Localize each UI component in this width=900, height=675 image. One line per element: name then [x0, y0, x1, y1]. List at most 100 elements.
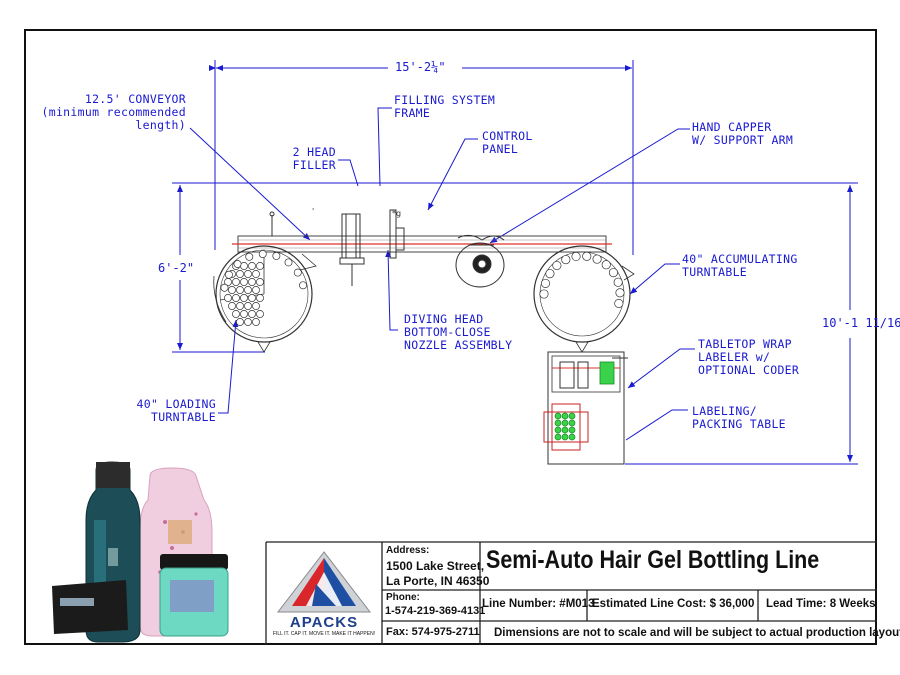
packed-bottle-icon — [561, 419, 569, 427]
address-label: Address: — [386, 545, 430, 556]
address-line1: 1500 Lake Street, — [386, 559, 485, 573]
line-number: Line Number: #M013 — [482, 598, 595, 610]
phone-label: Phone: — [386, 592, 420, 603]
bottle-icon — [232, 310, 240, 318]
address-line2: La Porte, IN 46350 — [386, 574, 490, 588]
bottle-icon — [236, 270, 244, 278]
bottle-icon — [228, 286, 236, 294]
bottle-icon — [614, 298, 624, 309]
bottle-icon — [240, 262, 248, 270]
accumulating-turntable-bottles — [539, 251, 625, 309]
overall-width-value: 15'-2¼" — [395, 60, 446, 74]
loading-turntable-bottles — [220, 250, 307, 326]
fax-number: Fax: 574-975-2711 — [386, 626, 480, 638]
label-packing-table: LABELING/ PACKING TABLE — [692, 404, 786, 431]
bottle-icon — [252, 302, 260, 310]
bottle-icon — [592, 254, 602, 264]
bottle-icon — [608, 268, 618, 278]
bottle-icon — [244, 318, 252, 326]
label-two-head-filler: 2 HEAD FILLER — [292, 145, 336, 172]
bottle-icon — [244, 302, 252, 310]
logo-tagline: FILL IT. CAP IT. MOVE IT. MAKE IT HAPPEN… — [272, 631, 376, 637]
conveyor — [232, 211, 612, 253]
bottle-icon — [245, 252, 254, 261]
bottle-icon — [228, 302, 236, 310]
bottle-icon — [244, 286, 252, 294]
packed-bottle-icon — [568, 433, 576, 441]
logo-text: APACKS — [289, 614, 359, 631]
bottle-icon — [224, 270, 233, 279]
bottle-icon — [248, 310, 256, 318]
loading-turntable — [213, 245, 317, 353]
bottle-icon — [539, 289, 549, 299]
bottle-icon — [571, 251, 581, 262]
packing-table — [543, 403, 589, 451]
svg-text:': ' — [312, 207, 314, 216]
hand-capper — [455, 234, 505, 288]
packed-bottle-icon — [561, 412, 569, 420]
title-block-grid — [265, 541, 877, 645]
bottle-icon — [236, 286, 244, 294]
packed-bottle-icon — [568, 412, 576, 420]
bottle-icon — [582, 251, 592, 261]
svg-text:*g: *g — [392, 209, 401, 218]
product-bottles-image — [52, 461, 229, 643]
bottle-icon — [552, 260, 562, 271]
label-diving-head: DIVING HEAD BOTTOM-CLOSE NOZZLE ASSEMBLY — [404, 312, 513, 352]
bottle-icon — [233, 260, 242, 268]
right-height-dimension — [625, 185, 858, 465]
label-accumulating-turntable: 40" ACCUMULATING TURNTABLE — [682, 252, 798, 279]
apacks-logo-mark — [276, 551, 372, 613]
packed-bottle-icon — [568, 426, 576, 434]
left-height-value: 6'-2" — [158, 261, 195, 275]
bottle-icon — [252, 270, 260, 278]
packed-bottle-icon — [554, 419, 562, 427]
label-loading-turntable: 40" LOADING TURNTABLE — [136, 397, 216, 424]
bottle-icon — [256, 294, 264, 302]
label-control-panel: CONTROL PANEL — [482, 129, 533, 156]
bottle-icon — [256, 310, 264, 318]
disclaimer: Dimensions are not to scale and will be … — [494, 627, 900, 639]
bottle-icon — [293, 268, 302, 277]
bottle-icon — [248, 278, 256, 286]
estimated-cost: Estimated Line Cost: $ 36,000 — [592, 598, 755, 610]
bottle-icon — [224, 294, 232, 302]
bottle-icon — [252, 286, 260, 294]
label-wrap-labeler: TABLETOP WRAP LABELER w/ OPTIONAL CODER — [698, 337, 800, 377]
bottle-icon — [540, 278, 551, 288]
bottle-icon — [244, 270, 252, 278]
bottle-icon — [232, 294, 240, 302]
bottle-icon — [240, 310, 248, 318]
bottle-icon — [284, 258, 293, 267]
packed-bottle-icon — [561, 433, 569, 441]
bottle-icon — [252, 318, 260, 326]
bottle-icon — [240, 294, 248, 302]
bottle-icon — [248, 262, 256, 270]
bottle-icon — [236, 318, 244, 326]
bottle-icon — [561, 255, 571, 265]
leader-lines — [189, 107, 695, 441]
drawing-title: Semi-Auto Hair Gel Bottling Line — [486, 546, 820, 574]
bottle-icon — [232, 278, 240, 286]
bottle-icon — [601, 260, 611, 270]
bottle-icon — [299, 281, 307, 290]
label-filling-system-frame: FILLING SYSTEM FRAME — [394, 93, 496, 120]
packed-bottle-icon — [561, 426, 569, 434]
bottle-icon — [236, 302, 244, 310]
lead-time: Lead Time: 8 Weeks — [766, 598, 876, 610]
two-head-filler: *g ' — [312, 207, 405, 286]
wrap-labeler — [547, 351, 628, 465]
bottle-icon — [272, 252, 281, 260]
bottle-icon — [545, 269, 555, 279]
bottle-icon — [240, 278, 248, 286]
label-conveyor: 12.5' CONVEYOR (minimum recommended leng… — [41, 92, 186, 132]
bottle-icon — [613, 277, 623, 287]
label-hand-capper: HAND CAPPER W/ SUPPORT ARM — [692, 120, 794, 147]
bottle-icon — [615, 288, 625, 298]
bottle-icon — [220, 283, 229, 292]
phone-number: 1-574-219-369-4131 — [385, 605, 486, 617]
drawing-border — [24, 29, 877, 645]
packed-bottle-icon — [554, 412, 562, 420]
